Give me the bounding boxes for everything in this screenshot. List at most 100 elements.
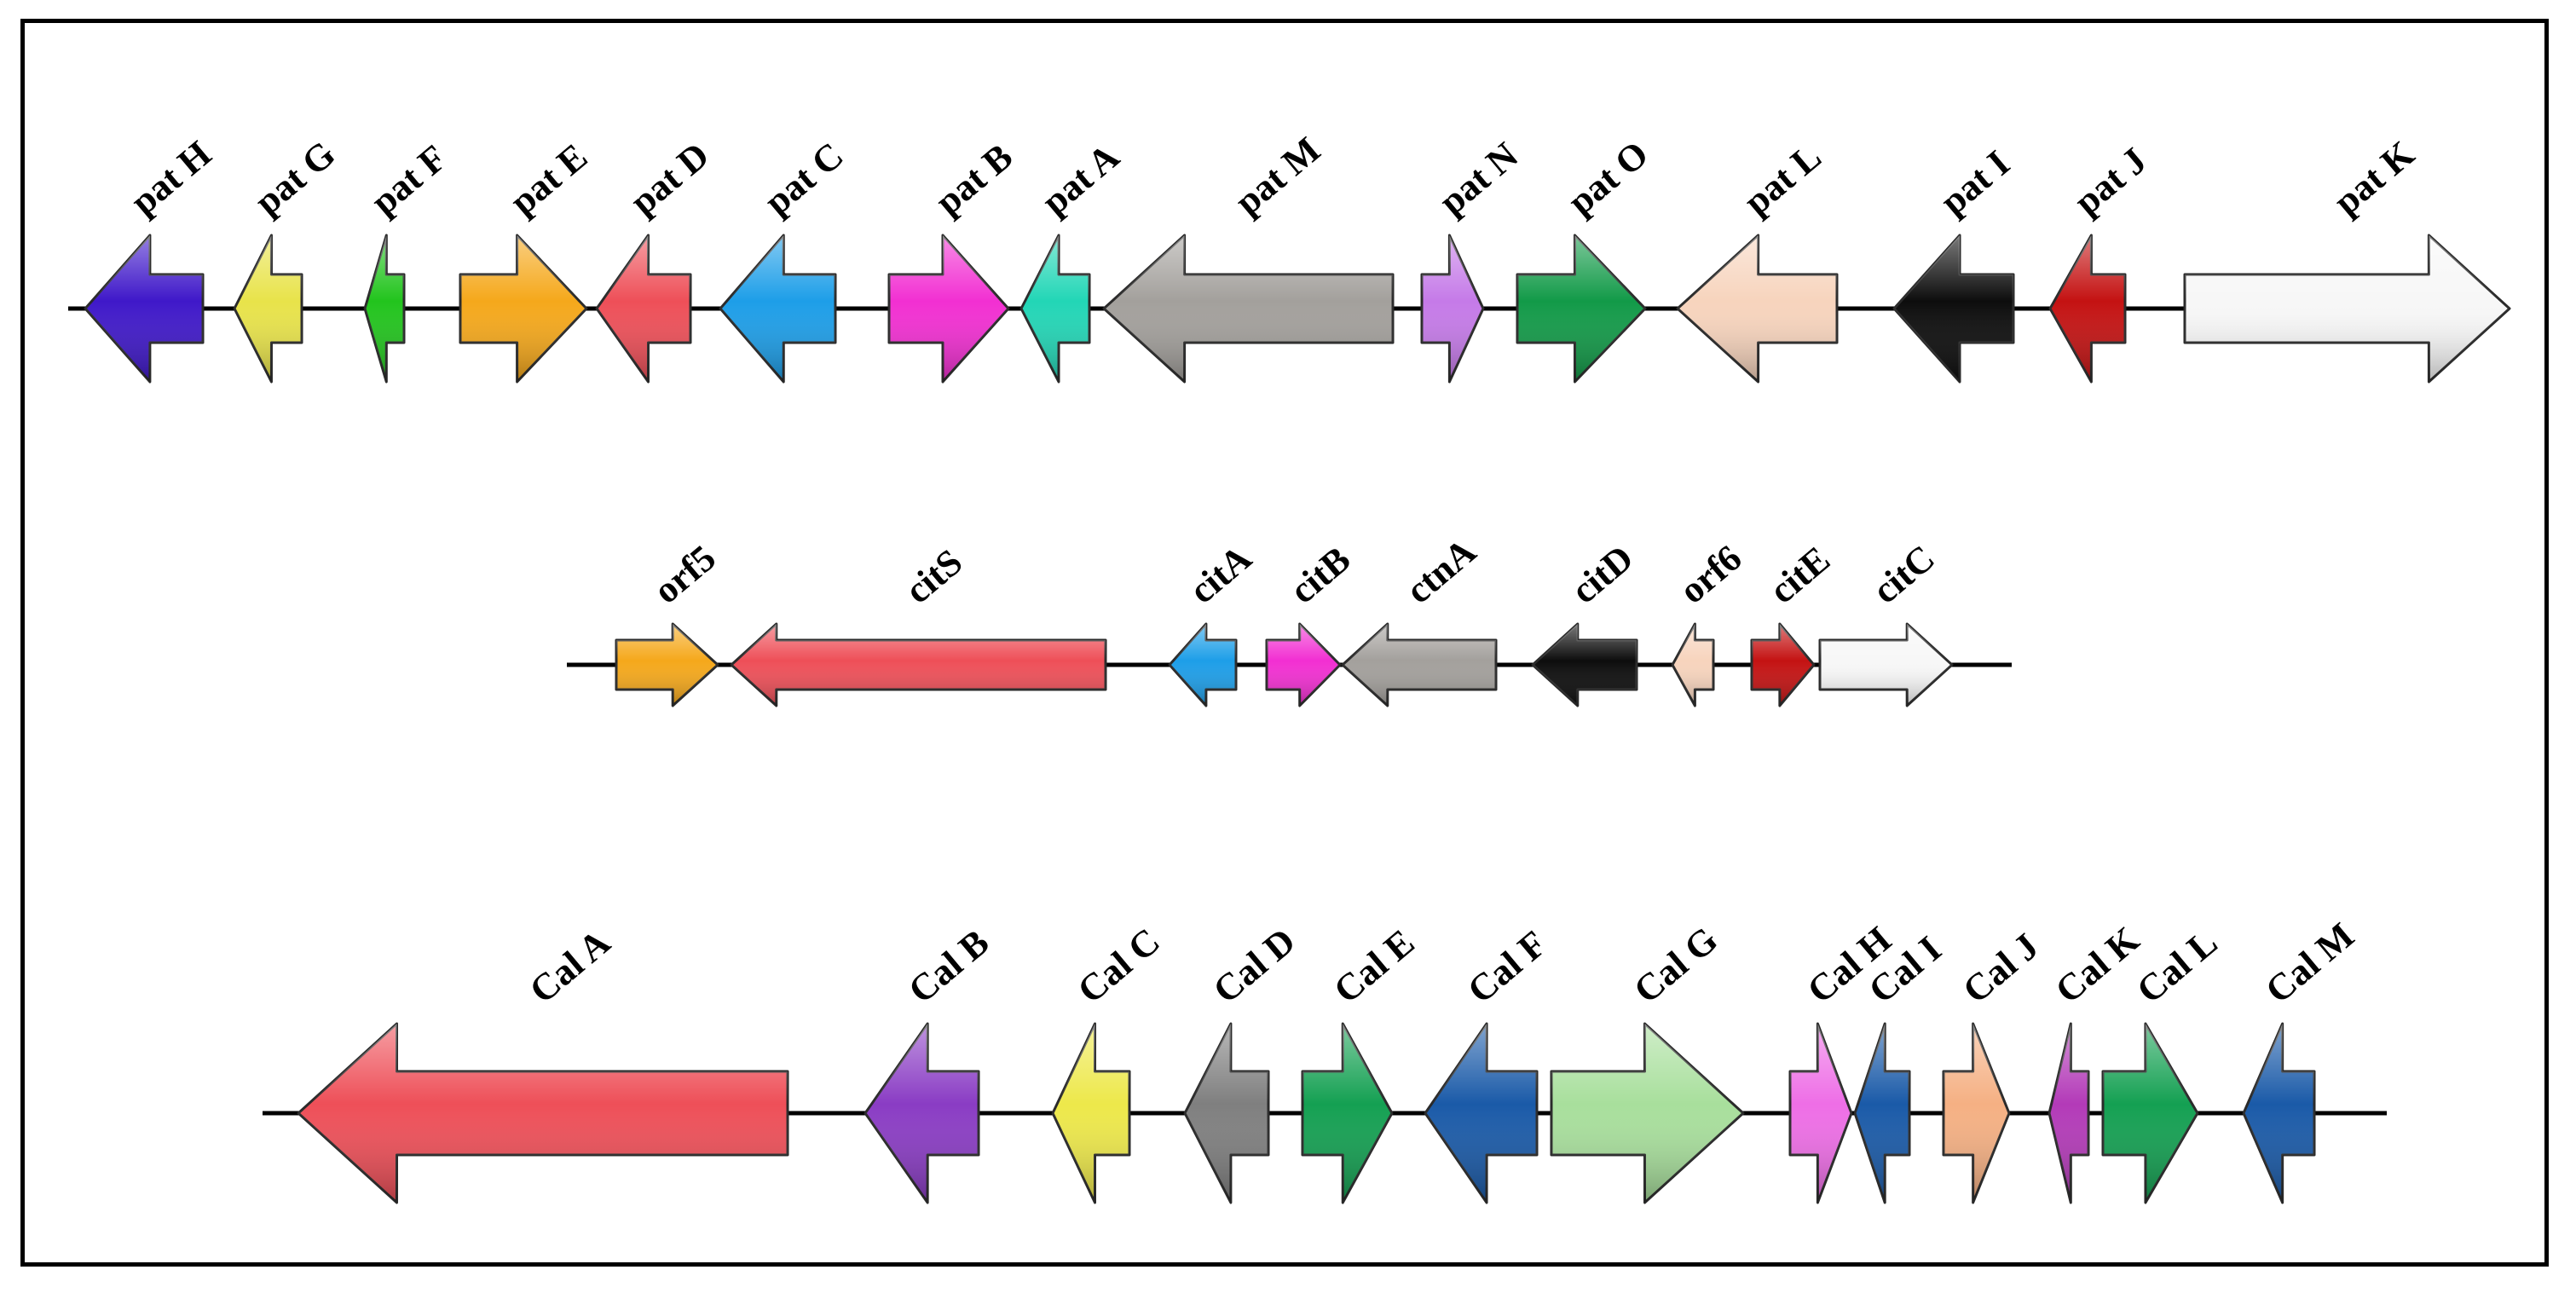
gene-label-pat-l: pat L <box>1736 136 1828 223</box>
gene-arrow-shading-cita <box>1170 624 1236 706</box>
gene-label-pat-f: pat F <box>363 136 454 222</box>
gene-label-pat-n: pat N <box>1431 134 1526 222</box>
gene-arrow-cal-e <box>1301 1022 1394 1204</box>
gene-label-cita: citA <box>1181 537 1260 612</box>
gene-label-cal-m: Cal M <box>2257 915 2361 1012</box>
gene-arrow-shading-cite <box>1752 624 1814 706</box>
gene-label-cal-d: Cal D <box>1205 920 1303 1011</box>
gene-arrow-pat-n <box>1420 234 1485 384</box>
gene-arrow-ctna <box>1341 622 1498 707</box>
gene-arrow-shading-pat-j <box>2050 235 2125 382</box>
gene-label-pat-c: pat C <box>756 134 851 222</box>
gene-arrow-pat-h <box>84 234 205 384</box>
gene-arrow-cal-g <box>1550 1022 1745 1204</box>
gene-label-pat-o: pat O <box>1560 133 1656 223</box>
gene-arrow-shading-citb <box>1267 624 1340 706</box>
gene-arrow-cal-l <box>2101 1022 2199 1204</box>
gene-label-citc: citC <box>1864 537 1942 612</box>
gene-arrow-citc <box>1818 622 1954 707</box>
gene-label-pat-i: pat I <box>1932 142 2018 223</box>
gene-arrow-pat-k <box>2183 234 2511 384</box>
gene-arrow-citb <box>1265 622 1342 707</box>
gene-arrow-pat-g <box>233 234 303 384</box>
gene-arrow-orf5 <box>615 622 719 707</box>
gene-arrow-shading-citd <box>1533 624 1637 706</box>
gene-arrow-shading-cal-i <box>1855 1024 1909 1203</box>
gene-label-cal-c: Cal C <box>1070 920 1168 1011</box>
gene-label-cal-a: Cal A <box>522 921 618 1012</box>
gene-arrow-cal-h <box>1788 1022 1853 1204</box>
gene-label-cal-b: Cal B <box>900 921 996 1012</box>
gene-arrow-pat-a <box>1019 234 1091 384</box>
gene-arrow-pat-o <box>1516 234 1647 384</box>
gene-arrow-cal-j <box>1942 1022 2011 1204</box>
gene-label-pat-e: pat E <box>502 136 595 223</box>
gene-arrow-cits <box>730 622 1107 707</box>
gene-arrow-shading-orf6 <box>1672 624 1713 706</box>
gene-arrow-shading-cal-m <box>2244 1024 2314 1203</box>
gene-label-pat-j: pat J <box>2066 140 2155 223</box>
gene-arrow-pat-m <box>1102 234 1395 384</box>
gene-arrow-pat-l <box>1676 234 1839 384</box>
gene-label-cal-g: Cal G <box>1626 919 1725 1012</box>
gene-arrow-orf6 <box>1671 622 1715 707</box>
gene-arrow-shading-citc <box>1820 624 1952 706</box>
gene-arrow-shading-cal-g <box>1551 1024 1743 1203</box>
gene-arrow-shading-pat-m <box>1104 235 1393 382</box>
gene-label-cite: citE <box>1761 538 1838 611</box>
gene-arrow-shading-pat-c <box>720 235 835 382</box>
gene-arrow-shading-cal-a <box>298 1024 788 1203</box>
gene-arrow-pat-j <box>2048 234 2127 384</box>
gene-arrow-cal-b <box>863 1022 980 1204</box>
gene-arrow-shading-pat-f <box>365 235 404 382</box>
gene-arrow-pat-i <box>1892 234 2015 384</box>
gene-arrow-shading-pat-e <box>460 235 586 382</box>
gene-arrow-shading-cal-d <box>1185 1024 1268 1203</box>
gene-label-orf6: orf6 <box>1672 537 1749 612</box>
gene-arrow-shading-ctna <box>1343 624 1496 706</box>
gene-arrow-shading-cal-h <box>1790 1024 1851 1203</box>
gene-arrow-shading-cal-b <box>865 1024 979 1203</box>
gene-arrow-cal-c <box>1051 1022 1131 1204</box>
gene-label-cal-e: Cal E <box>1326 921 1422 1012</box>
gene-label-pat-d: pat D <box>622 134 717 222</box>
gene-arrow-shading-pat-a <box>1021 235 1089 382</box>
gene-label-citb: citB <box>1282 538 1359 611</box>
gene-arrow-cal-k <box>2048 1022 2090 1204</box>
gene-arrow-shading-pat-o <box>1517 235 1645 382</box>
gene-arrow-shading-cal-c <box>1053 1024 1129 1203</box>
gene-arrow-shading-pat-l <box>1678 235 1837 382</box>
gene-arrow-cal-d <box>1183 1022 1270 1204</box>
gene-label-cal-j: Cal J <box>1955 925 2046 1011</box>
gene-label-cal-f: Cal F <box>1459 922 1554 1011</box>
gene-label-pat-h: pat H <box>123 133 219 223</box>
gene-arrow-shading-cal-f <box>1425 1024 1537 1203</box>
gene-label-citd: citD <box>1563 537 1641 612</box>
gene-arrow-cal-i <box>1853 1022 1911 1204</box>
gene-arrow-shading-pat-n <box>1422 235 1483 382</box>
gene-label-cal-k: Cal K <box>2048 919 2147 1012</box>
gene-arrow-shading-cal-l <box>2103 1024 2198 1203</box>
gene-label-cits: citS <box>897 541 970 612</box>
gene-arrow-shading-cal-j <box>1944 1024 2009 1203</box>
gene-arrow-cite <box>1750 622 1816 707</box>
gene-arrow-shading-pat-b <box>889 235 1008 382</box>
gene-arrow-shading-pat-k <box>2185 235 2510 382</box>
gene-arrow-pat-e <box>459 234 588 384</box>
gene-arrow-shading-pat-h <box>85 235 203 382</box>
gene-label-pat-m: pat M <box>1227 129 1328 223</box>
gene-arrow-shading-pat-g <box>234 235 302 382</box>
gene-label-pat-a: pat A <box>1034 136 1127 223</box>
gene-arrow-cal-m <box>2242 1022 2316 1204</box>
gene-arrow-cal-a <box>297 1022 789 1204</box>
gene-label-ctna: ctnA <box>1398 530 1484 612</box>
gene-arrow-shading-pat-i <box>1894 235 2013 382</box>
gene-label-pat-b: pat B <box>927 136 1020 223</box>
gene-label-cal-l: Cal L <box>2128 921 2225 1012</box>
gene-label-orf5: orf5 <box>645 537 723 612</box>
gene-arrow-cita <box>1168 622 1238 707</box>
gene-arrow-pat-c <box>719 234 837 384</box>
gene-arrow-cal-f <box>1424 1022 1539 1204</box>
gene-arrow-citd <box>1531 622 1638 707</box>
